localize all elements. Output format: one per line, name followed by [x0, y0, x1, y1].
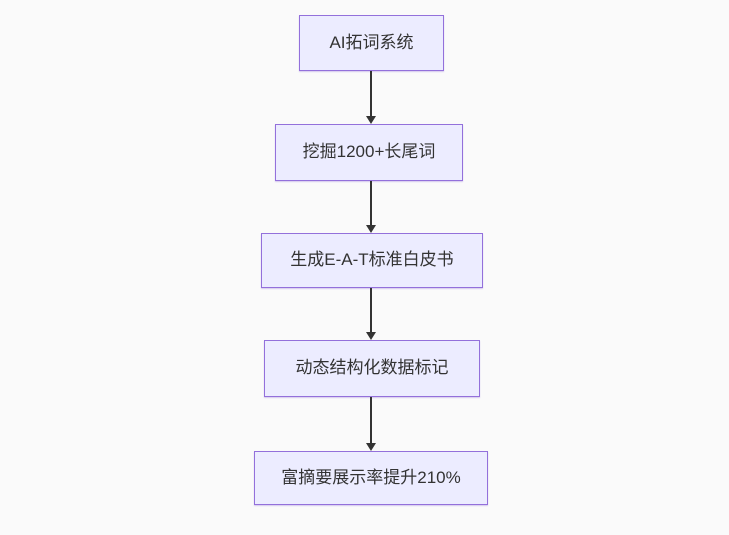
flow-arrow-n2-n3	[365, 181, 377, 233]
flow-node-rich-snippet-rate-increase: 富摘要展示率提升210%	[254, 451, 488, 505]
arrow-line	[370, 71, 372, 116]
flow-arrow-n3-n4	[365, 288, 377, 340]
flow-arrow-n1-n2	[365, 71, 377, 124]
flow-node-mine-longtail-keywords: 挖掘1200+长尾词	[275, 124, 463, 181]
flow-node-generate-eat-whitepaper: 生成E-A-T标准白皮书	[261, 233, 483, 288]
flow-node-label: 动态结构化数据标记	[295, 358, 449, 378]
flow-arrow-n4-n5	[365, 397, 377, 451]
arrow-line	[370, 397, 372, 443]
flow-node-label: 生成E-A-T标准白皮书	[290, 250, 454, 270]
flow-node-label: AI拓词系统	[329, 32, 414, 52]
flow-node-label: 富摘要展示率提升210%	[281, 467, 461, 487]
arrow-head-down-icon	[366, 225, 376, 233]
arrow-line	[370, 288, 372, 332]
flow-node-label: 挖掘1200+长尾词	[302, 142, 436, 162]
arrow-line	[370, 181, 372, 225]
arrow-head-down-icon	[366, 332, 376, 340]
flow-node-ai-word-expansion-system: AI拓词系统	[299, 15, 444, 71]
flow-node-dynamic-structured-data-markup: 动态结构化数据标记	[264, 340, 480, 397]
arrow-head-down-icon	[366, 116, 376, 124]
arrow-head-down-icon	[366, 443, 376, 451]
